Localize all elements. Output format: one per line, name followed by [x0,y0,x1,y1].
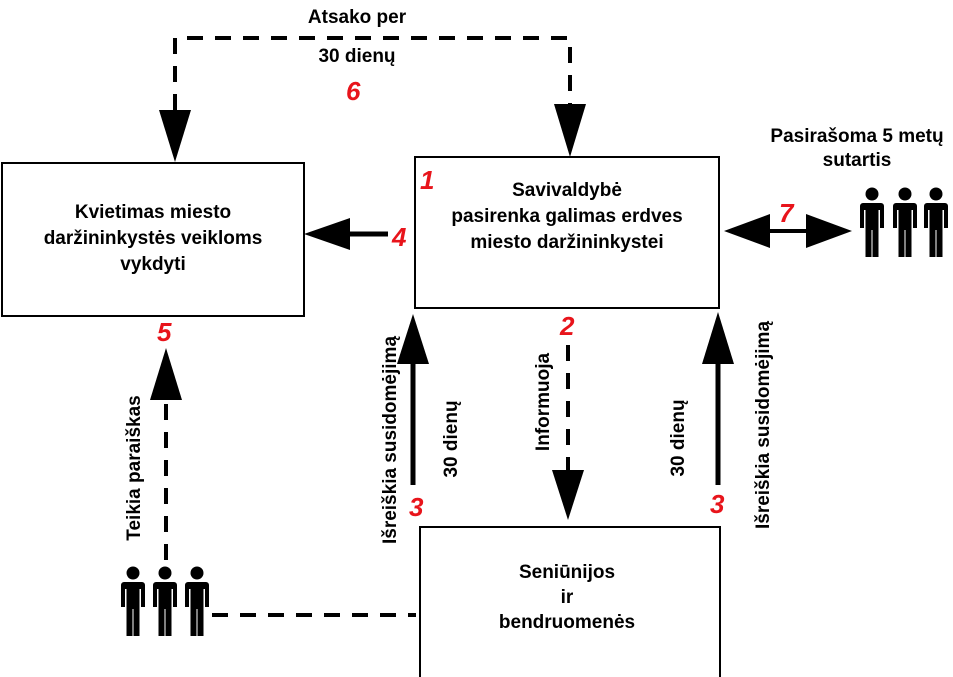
expresses-interest-right-label: Išreiškia susidomėjimą [753,321,774,529]
response-dashed-loop [173,36,572,110]
step-number-7: 7 [779,198,795,228]
communities-box-line-2: ir [561,587,574,608]
invitation-box-line-3: vykdyti [120,254,185,275]
response-label-line-2: 30 dienų [318,46,395,67]
municipality-box [414,156,720,309]
expresses-interest-left-label: Išreiškia susidomėjimą [380,336,401,544]
communities-box-line-1: Seniūnijos [519,562,615,583]
informs-arrowhead [552,470,584,520]
communities-box [419,526,721,677]
step-number-5: 5 [157,317,172,347]
response-arrowhead-left [159,110,191,162]
interest-arrowhead-right [702,312,734,364]
days-right-label: 30 dienų [668,399,689,476]
people-group-icon-left [121,566,209,636]
step-7-arrowhead-left [724,214,770,248]
contract-label-line-2: sutartis [823,150,892,171]
invitation-box-line-1: Kvietimas miesto [75,202,231,223]
response-arrowhead-right [554,104,586,157]
interest-arrowhead-left [397,314,429,364]
invitation-box-line-2: daržininkystės veikloms [44,228,263,249]
application-arrowhead [150,348,182,400]
step-number-6: 6 [346,76,361,106]
informs-label: Informuoja [533,352,554,451]
step-4-arrowhead [304,218,350,250]
step-number-1: 1 [420,165,434,195]
municipality-box-line-1: Savivaldybė [512,180,622,201]
communities-box-line-3: bendruomenės [499,612,635,633]
step-number-3-right: 3 [710,489,725,519]
municipality-box-line-2: pasirenka galimas erdves [451,206,682,227]
days-left-label: 30 dienų [441,400,462,477]
people-group-icon-right [860,187,948,257]
municipality-box-line-3: miesto daržininkystei [470,232,663,253]
step-number-2: 2 [559,311,575,341]
invitation-box [1,162,305,317]
contract-label-line-1: Pasirašoma 5 metų [770,126,943,147]
step-number-4: 4 [391,222,407,252]
step-7-arrowhead-right [806,214,852,248]
step-number-3-left: 3 [409,492,424,522]
submits-application-label: Teikia paraiškas [124,395,145,540]
response-label-line-1: Atsako per [308,7,407,28]
